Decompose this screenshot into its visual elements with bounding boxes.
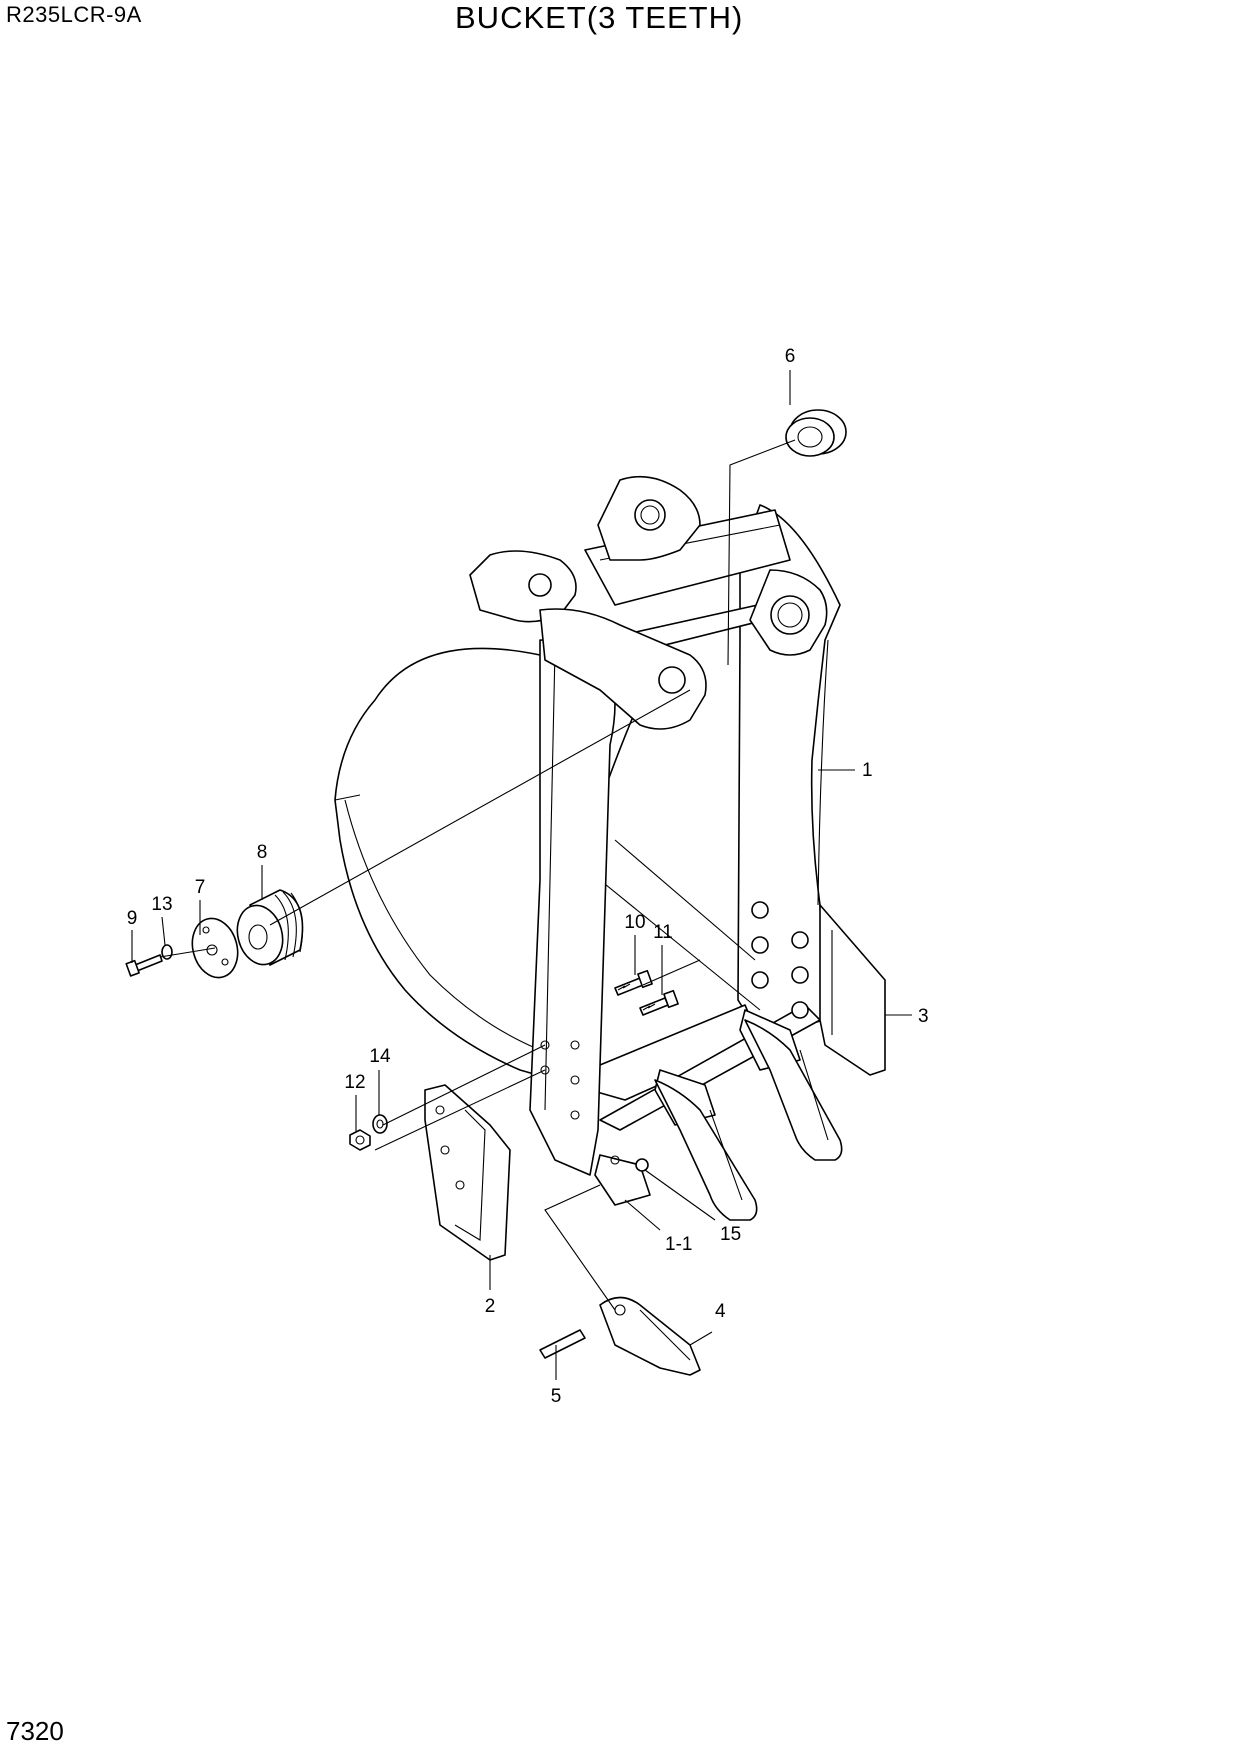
spacer-ring (236, 889, 304, 966)
diagram-title: BUCKET(3 TEETH) (455, 0, 744, 35)
bushing (785, 409, 847, 457)
callout-4: 4 (715, 1301, 726, 1322)
washer-14 (372, 1114, 388, 1134)
callout-labels: 6 1 3 8 7 13 9 10 11 14 12 15 1-1 2 4 5 (127, 346, 929, 1407)
bolt-11 (639, 989, 679, 1016)
nut-12 (349, 1129, 371, 1151)
callout-12: 12 (344, 1072, 365, 1093)
assembly-lines (159, 439, 796, 1311)
callout-8: 8 (257, 842, 268, 863)
callout-11: 11 (653, 922, 673, 943)
callout-3: 3 (918, 1006, 929, 1027)
callout-2: 2 (485, 1296, 496, 1317)
side-cutter-left (424, 1084, 511, 1261)
callout-7: 7 (195, 877, 206, 898)
callout-6: 6 (785, 346, 796, 367)
leader-lines (131, 370, 912, 1380)
nut-15 (635, 1158, 649, 1172)
callout-1: 1 (862, 760, 873, 781)
tooth-pin (539, 1329, 586, 1359)
side-cutter-right (819, 904, 886, 1076)
callout-1-1: 1-1 (665, 1234, 692, 1255)
bucket-body (334, 475, 843, 1221)
callout-10: 10 (624, 912, 645, 933)
model-number: R235LCR-9A (6, 2, 142, 27)
callout-9: 9 (127, 908, 138, 929)
page-number: 7320 (6, 1716, 64, 1746)
callout-14: 14 (369, 1046, 391, 1067)
bolt-10 (614, 969, 653, 996)
bolt-small (125, 954, 163, 977)
callout-15: 15 (720, 1224, 741, 1245)
callout-13: 13 (151, 894, 172, 915)
callout-5: 5 (551, 1386, 562, 1407)
